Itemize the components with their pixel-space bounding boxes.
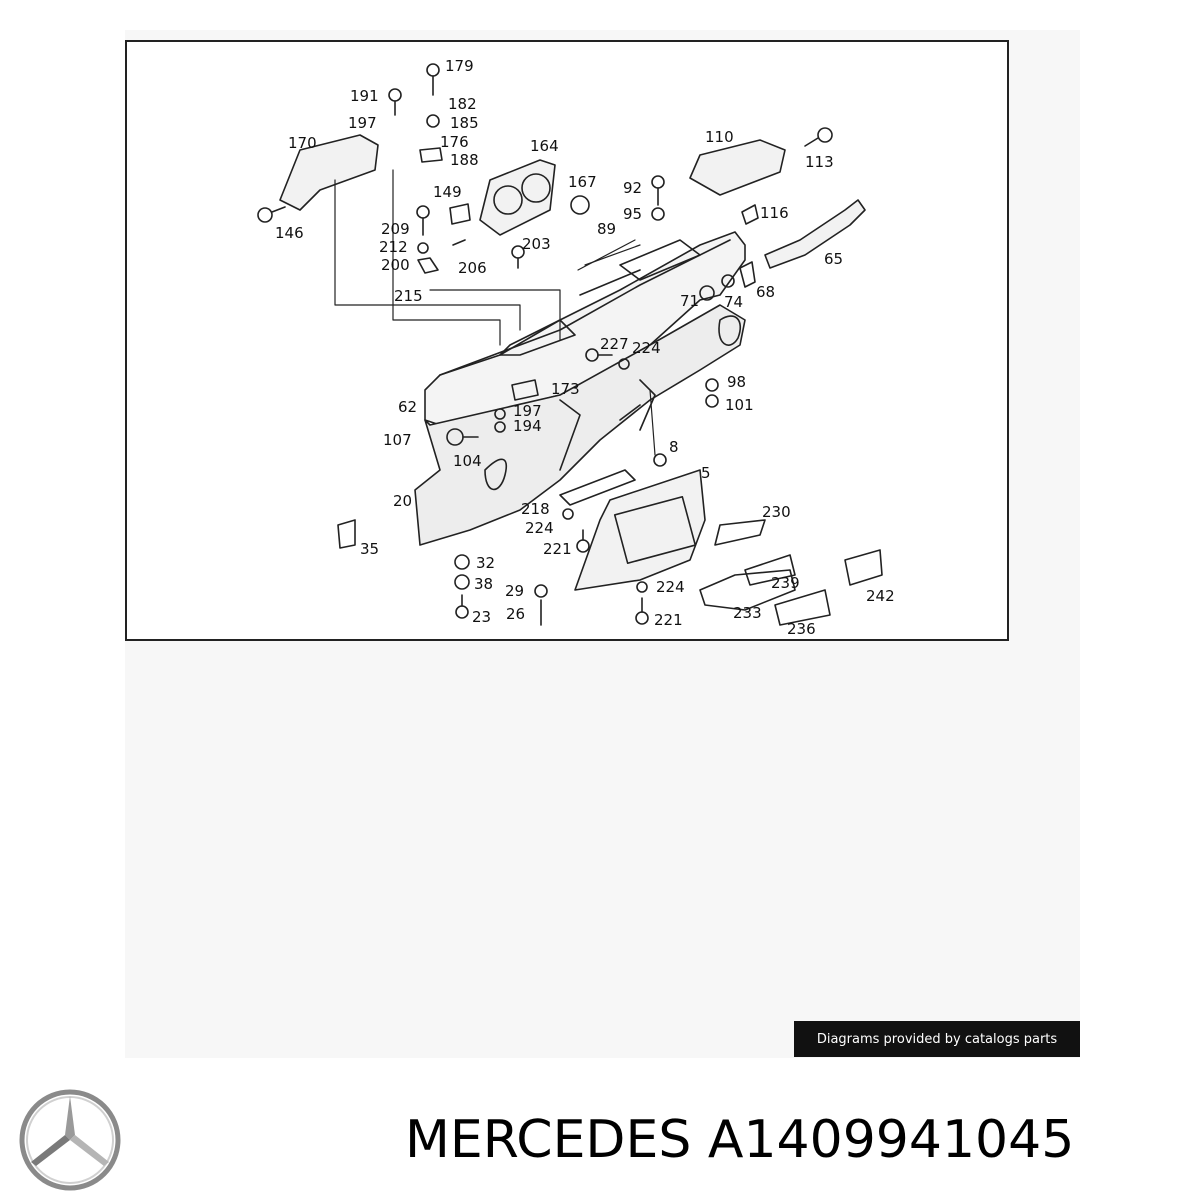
callout-label: 71 <box>680 292 699 310</box>
callout-label: 182 <box>448 95 477 113</box>
callout-label: 188 <box>450 151 479 169</box>
callout-label: 200 <box>381 256 410 274</box>
callout-label: 242 <box>866 587 895 605</box>
callout-label: 224 <box>632 339 661 357</box>
mercedes-star-icon <box>19 1089 121 1191</box>
callout-label: 209 <box>381 220 410 238</box>
callout-label: 26 <box>506 605 525 623</box>
callout-label: 110 <box>705 128 734 146</box>
callout-labels: 179 191 182 197 185 176 170 188 164 110 … <box>275 57 895 638</box>
callout-label: 194 <box>513 417 542 435</box>
callout-label: 101 <box>725 396 754 414</box>
callout-label: 20 <box>393 492 412 510</box>
diagram-credit-badge: Diagrams provided by catalogs parts <box>794 1021 1080 1057</box>
callout-label: 203 <box>522 235 551 253</box>
callout-label: 164 <box>530 137 559 155</box>
callout-label: 113 <box>805 153 834 171</box>
callout-label: 74 <box>724 293 743 311</box>
callout-label: 68 <box>756 283 775 301</box>
callout-label: 197 <box>513 402 542 420</box>
callout-label: 224 <box>656 578 685 596</box>
callout-label: 149 <box>433 183 462 201</box>
callout-label: 236 <box>787 620 816 638</box>
credit-text: Diagrams provided by catalogs parts <box>816 1031 1058 1047</box>
callout-label: 98 <box>727 373 746 391</box>
callout-label: 35 <box>360 540 379 558</box>
callout-label: 179 <box>445 57 474 75</box>
callout-label: 170 <box>288 134 317 152</box>
callout-label: 5 <box>701 464 711 482</box>
callout-label: 62 <box>398 398 417 416</box>
part-number: A1409941045 <box>707 1110 1075 1170</box>
callout-label: 212 <box>379 238 408 256</box>
callout-label: 191 <box>350 87 379 105</box>
callout-label: 197 <box>348 114 377 132</box>
callout-label: 29 <box>505 582 524 600</box>
callout-label: 176 <box>440 133 469 151</box>
callout-label: 173 <box>551 380 580 398</box>
callout-label: 95 <box>623 205 642 223</box>
callout-label: 146 <box>275 224 304 242</box>
callout-label: 23 <box>472 608 491 626</box>
callout-label: 221 <box>654 611 683 629</box>
callout-label: 107 <box>383 431 412 449</box>
callout-label: 224 <box>525 519 554 537</box>
callout-label: 116 <box>760 204 789 222</box>
callout-label: 233 <box>733 604 762 622</box>
callout-label: 38 <box>474 575 493 593</box>
product-title: MERCEDES A1409941045 <box>405 1110 1074 1170</box>
callout-label: 218 <box>521 500 550 518</box>
callout-label: 65 <box>824 250 843 268</box>
callout-label: 104 <box>453 452 482 470</box>
callout-label: 221 <box>543 540 572 558</box>
callout-label: 239 <box>771 574 800 592</box>
parts-diagram: 179 191 182 197 185 176 170 188 164 110 … <box>257 57 895 638</box>
callout-label: 92 <box>623 179 642 197</box>
callout-label: 8 <box>669 438 679 456</box>
brand-name: MERCEDES <box>405 1110 692 1170</box>
callout-label: 206 <box>458 259 487 277</box>
callout-label: 32 <box>476 554 495 572</box>
callout-label: 215 <box>394 287 423 305</box>
callout-label: 230 <box>762 503 791 521</box>
callout-label: 167 <box>568 173 597 191</box>
callout-label: 227 <box>600 335 629 353</box>
callout-label: 89 <box>597 220 616 238</box>
callout-label: 185 <box>450 114 479 132</box>
